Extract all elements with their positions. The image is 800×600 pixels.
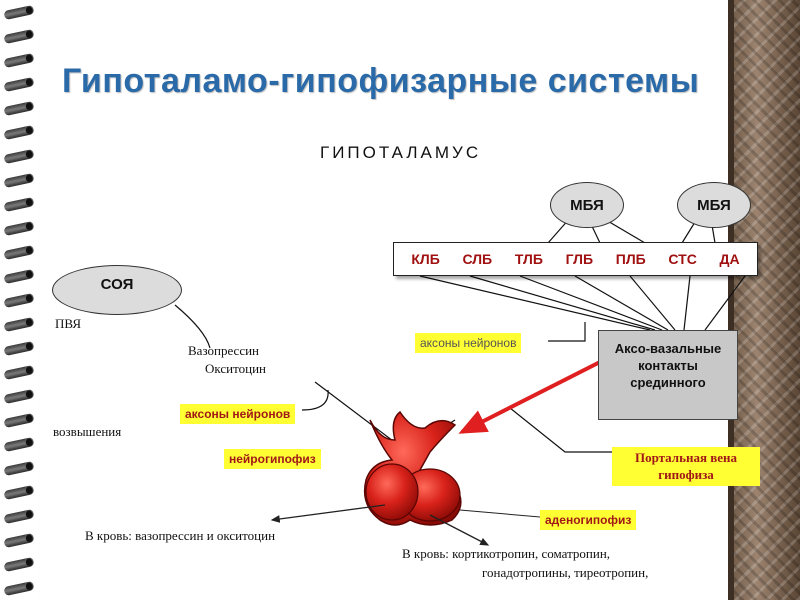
blood-output-left: В кровь: вазопрессин и окситоцин <box>85 528 276 543</box>
axons-label-mid: аксоны нейронов <box>180 404 296 424</box>
portal-vein-label: Портальная вена гипофиза <box>612 447 760 486</box>
pvya-label: ПВЯ <box>55 316 82 331</box>
contacts-line: контакты <box>638 358 698 373</box>
slide-title: Гипоталамо-гипофизарные системы <box>62 62 700 100</box>
nucleus-label: КЛБ <box>411 251 440 267</box>
hypothalamus-label: ГИПОТАЛАМУС <box>320 143 482 162</box>
nucleus-label: СЛБ <box>462 251 493 267</box>
contacts-line: срединного <box>630 375 706 390</box>
elevation-label: возвышения <box>53 424 122 439</box>
adenohypophysis-label: аденогипофиз <box>540 510 637 530</box>
soya-ellipse: СОЯ <box>52 265 182 315</box>
blood-output-right-line1: В кровь: кортикотропин, соматропин, <box>402 546 611 561</box>
pituitary-gland-illustration <box>363 410 462 526</box>
axovasal-contacts-box: Аксо-вазальные контакты срединного <box>598 330 738 420</box>
soya-label: СОЯ <box>100 275 134 293</box>
nucleus-label: ДА <box>719 251 740 267</box>
vasopressin-label: Вазопрессин <box>188 343 260 358</box>
neurohypophysis-label: нейрогипофиз <box>224 449 321 469</box>
nucleus-label: ТЛБ <box>514 251 543 267</box>
axons-label-top: аксоны нейронов <box>415 333 522 353</box>
nucleus-label: ГЛБ <box>565 251 594 267</box>
portal-line: гипофиза <box>658 467 714 482</box>
nucleus-label: ПЛБ <box>615 251 646 267</box>
nucleus-label: СТС <box>668 251 697 267</box>
spiral-binding <box>0 0 40 600</box>
mbya-right-ellipse: МБЯ <box>677 182 751 228</box>
decorative-frame <box>728 0 800 600</box>
portal-line: Портальная вена <box>634 450 738 465</box>
nuclei-box: КЛБ СЛБ ТЛБ ГЛБ ПЛБ СТС ДА <box>393 242 758 276</box>
contacts-line: Аксо-вазальные <box>614 341 722 356</box>
oxytocin-label: Окситоцин <box>205 361 266 376</box>
blood-output-right-line2: гонадотропины, тиреотропин, <box>482 565 649 580</box>
mbya-left-ellipse: МБЯ <box>550 182 624 228</box>
